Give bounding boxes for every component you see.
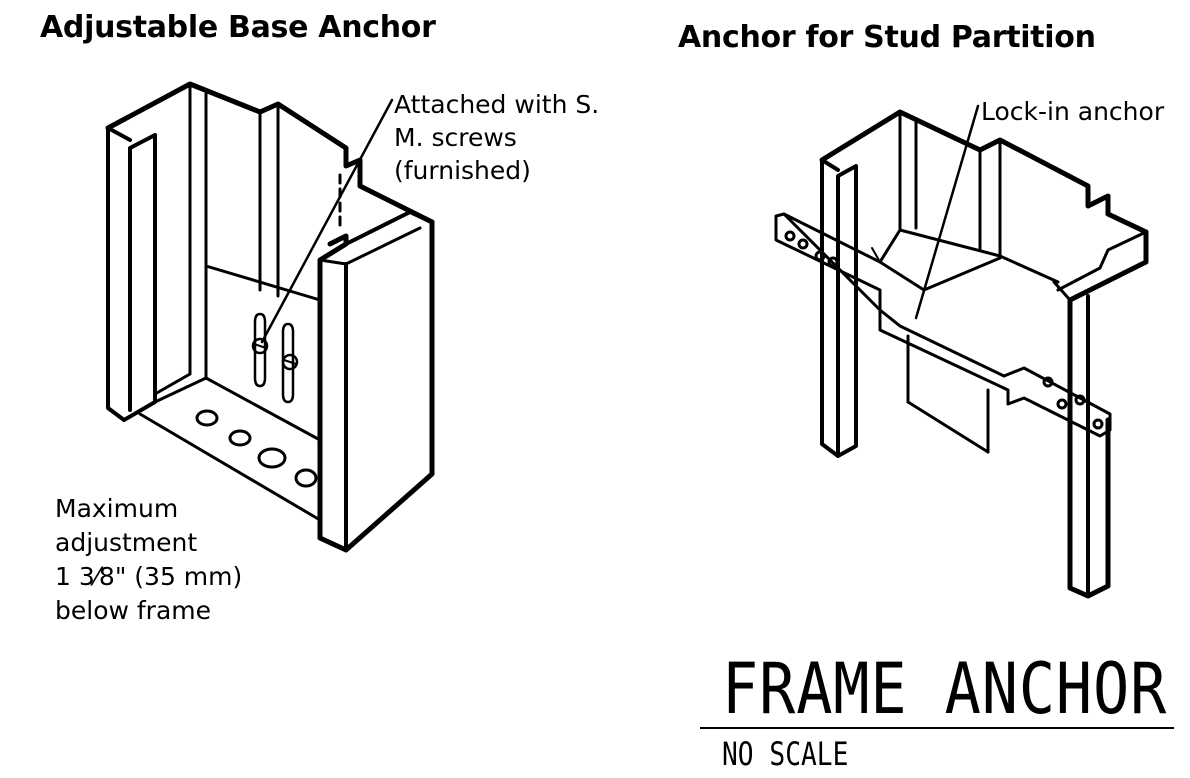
screws-callout-line-2: M. screws — [394, 123, 517, 152]
adjustment-note-line-4: below frame — [55, 596, 212, 625]
adjustment-note: Maximum adjustment 1 3⁄8" (35 mm) below … — [55, 492, 242, 628]
lock-in-anchor-callout: Lock-in anchor — [981, 97, 1165, 126]
stamp-divider — [700, 727, 1174, 729]
right-diagram-title: Anchor for Stud Partition — [678, 20, 1096, 55]
adjustable-base-anchor-drawing — [105, 81, 435, 553]
adjustment-note-line-3: 1 3⁄8" (35 mm) — [55, 562, 243, 591]
stud-partition-anchor-drawing — [774, 104, 1149, 599]
stamp-title: FRAME ANCHOR — [722, 648, 1168, 730]
adjustment-note-line-2: adjustment — [55, 528, 198, 557]
screws-callout: Attached with S. M. screws (furnished) — [394, 88, 599, 187]
left-diagram-title: Adjustable Base Anchor — [40, 10, 436, 45]
screws-callout-line-1: Attached with S. — [394, 90, 600, 119]
adjustment-note-line-1: Maximum — [55, 494, 179, 523]
stamp-subtitle: NO SCALE — [722, 735, 849, 773]
screws-callout-line-3: (furnished) — [394, 156, 531, 185]
